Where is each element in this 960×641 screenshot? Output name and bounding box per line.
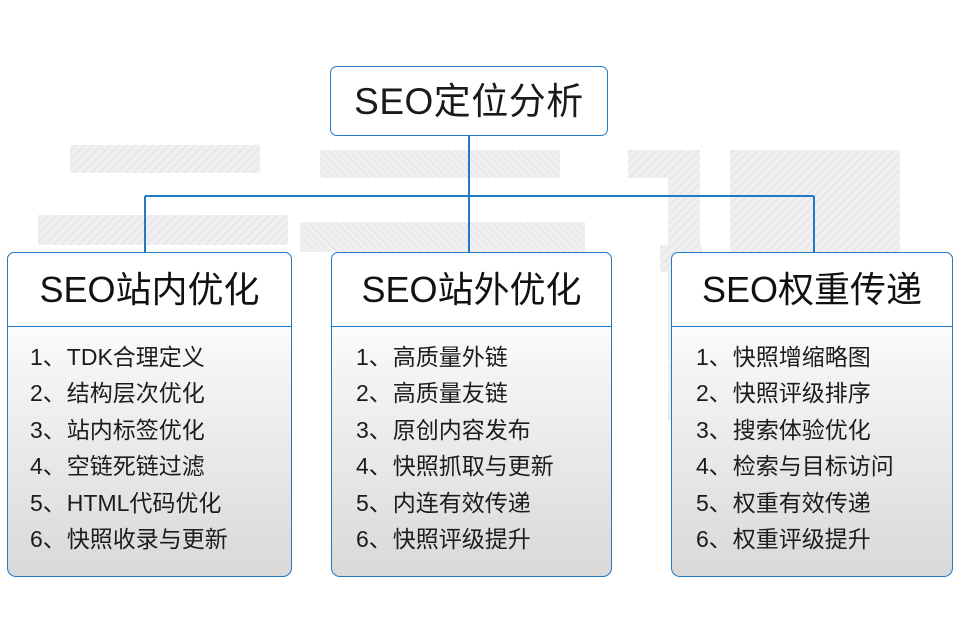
item-number: 2 <box>696 380 709 407</box>
item-text: TDK合理定义 <box>66 343 205 370</box>
item-text: 快照评级排序 <box>732 380 871 407</box>
item-number: 3 <box>30 416 43 443</box>
list-item: 4、空链死链过滤 <box>8 448 291 485</box>
item-text: 站内标签优化 <box>66 416 205 443</box>
item-number: 4 <box>30 453 43 480</box>
item-number: 1 <box>696 343 709 370</box>
list-item: 3、原创内容发布 <box>332 412 611 449</box>
item-separator: 、 <box>708 343 732 370</box>
list-item: 4、检索与目标访问 <box>672 448 952 485</box>
item-number: 6 <box>356 526 369 553</box>
branch-header-onsite-optimization[interactable]: SEO站内优化 <box>7 252 292 327</box>
branch-header-label: SEO权重传递 <box>701 268 923 310</box>
item-separator: 、 <box>708 489 732 516</box>
item-text: 快照增缩略图 <box>732 343 871 370</box>
branch-header-weight-transfer[interactable]: SEO权重传递 <box>671 252 953 327</box>
branch-body-3: 1、快照增缩略图 2、快照评级排序 3、搜索体验优化 4、检索与目标访问 5、权… <box>671 325 953 577</box>
list-item: 6、快照评级提升 <box>332 521 611 558</box>
branch-header-label: SEO站外优化 <box>361 268 582 310</box>
list-item: 2、高质量友链 <box>332 375 611 412</box>
item-text: 原创内容发布 <box>392 416 531 443</box>
list-item: 1、TDK合理定义 <box>8 339 291 376</box>
list-item: 5、内连有效传递 <box>332 485 611 522</box>
branch-header-label: SEO站内优化 <box>39 268 260 310</box>
item-text: 内连有效传递 <box>392 489 531 516</box>
item-separator: 、 <box>368 343 392 370</box>
item-separator: 、 <box>42 343 66 370</box>
list-item: 6、权重评级提升 <box>672 521 952 558</box>
item-text: 快照抓取与更新 <box>392 453 554 480</box>
item-separator: 、 <box>708 453 732 480</box>
list-item: 5、HTML代码优化 <box>8 485 291 522</box>
list-item: 3、搜索体验优化 <box>672 412 952 449</box>
item-separator: 、 <box>42 526 66 553</box>
item-separator: 、 <box>42 380 66 407</box>
item-separator: 、 <box>368 526 392 553</box>
item-separator: 、 <box>368 489 392 516</box>
list-item: 3、站内标签优化 <box>8 412 291 449</box>
list-item: 4、快照抓取与更新 <box>332 448 611 485</box>
item-separator: 、 <box>708 416 732 443</box>
item-number: 5 <box>696 489 709 516</box>
list-item: 5、权重有效传递 <box>672 485 952 522</box>
item-text: 搜索体验优化 <box>732 416 871 443</box>
list-item: 2、快照评级排序 <box>672 375 952 412</box>
item-separator: 、 <box>42 453 66 480</box>
item-number: 4 <box>696 453 709 480</box>
item-separator: 、 <box>368 380 392 407</box>
item-text: 权重有效传递 <box>732 489 871 516</box>
item-text: 高质量友链 <box>392 380 508 407</box>
item-text: 快照评级提升 <box>392 526 531 553</box>
item-number: 4 <box>356 453 369 480</box>
item-separator: 、 <box>42 416 66 443</box>
branch-column-1: SEO站内优化 1、TDK合理定义 2、结构层次优化 3、站内标签优化 4、空链… <box>7 252 292 577</box>
item-number: 3 <box>356 416 369 443</box>
item-number: 5 <box>30 489 43 516</box>
item-separator: 、 <box>708 526 732 553</box>
list-item: 2、结构层次优化 <box>8 375 291 412</box>
item-number: 2 <box>30 380 43 407</box>
item-number: 1 <box>356 343 369 370</box>
item-text: 检索与目标访问 <box>732 453 894 480</box>
item-number: 6 <box>696 526 709 553</box>
item-number: 5 <box>356 489 369 516</box>
branch-header-offsite-optimization[interactable]: SEO站外优化 <box>331 252 612 327</box>
item-number: 3 <box>696 416 709 443</box>
item-number: 2 <box>356 380 369 407</box>
item-number: 1 <box>30 343 43 370</box>
branch-column-3: SEO权重传递 1、快照增缩略图 2、快照评级排序 3、搜索体验优化 4、检索与… <box>671 252 953 577</box>
item-text: 空链死链过滤 <box>66 453 205 480</box>
item-text: HTML代码优化 <box>66 489 222 516</box>
list-item: 6、快照收录与更新 <box>8 521 291 558</box>
item-text: 权重评级提升 <box>732 526 871 553</box>
branch-body-2: 1、高质量外链 2、高质量友链 3、原创内容发布 4、快照抓取与更新 5、内连有… <box>331 325 612 577</box>
item-separator: 、 <box>368 453 392 480</box>
branch-body-1: 1、TDK合理定义 2、结构层次优化 3、站内标签优化 4、空链死链过滤 5、H… <box>7 325 292 577</box>
item-number: 6 <box>30 526 43 553</box>
item-text: 高质量外链 <box>392 343 508 370</box>
item-separator: 、 <box>42 489 66 516</box>
item-text: 快照收录与更新 <box>66 526 228 553</box>
list-item: 1、快照增缩略图 <box>672 339 952 376</box>
list-item: 1、高质量外链 <box>332 339 611 376</box>
item-separator: 、 <box>708 380 732 407</box>
root-node-label: SEO定位分析 <box>354 80 584 122</box>
item-text: 结构层次优化 <box>66 380 205 407</box>
item-separator: 、 <box>368 416 392 443</box>
root-node-seo-positioning-analysis[interactable]: SEO定位分析 <box>330 66 608 136</box>
branch-column-2: SEO站外优化 1、高质量外链 2、高质量友链 3、原创内容发布 4、快照抓取与… <box>331 252 612 577</box>
